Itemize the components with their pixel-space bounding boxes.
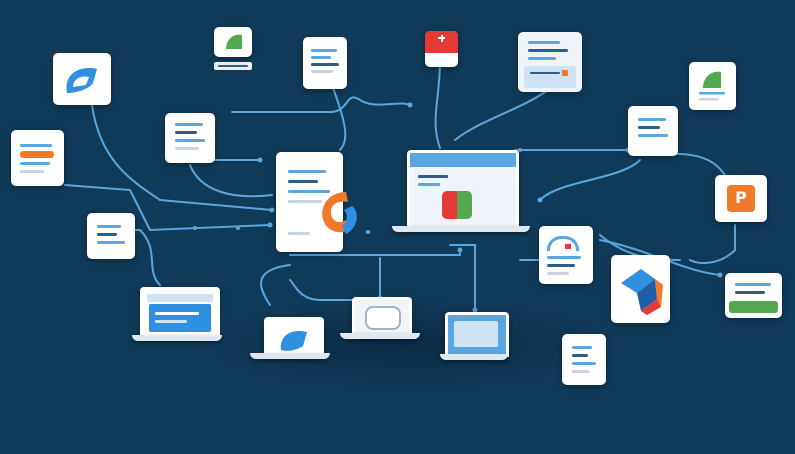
browser-header-bar xyxy=(410,153,516,167)
orange-badge-icon: P xyxy=(727,185,755,212)
blue-swoosh-icon xyxy=(280,330,307,351)
document-card-bottom xyxy=(562,334,606,385)
screen-panel xyxy=(454,321,498,347)
badge-laptop-screen xyxy=(264,317,324,356)
doc-line xyxy=(528,41,560,44)
doc-line xyxy=(288,232,310,235)
doc-line xyxy=(288,180,318,183)
green-document-card xyxy=(725,273,782,318)
central-laptop-screen xyxy=(407,150,519,229)
green-leaf-card xyxy=(214,27,252,57)
doc-line xyxy=(20,170,44,173)
doc-line xyxy=(572,354,588,357)
document-card-left xyxy=(11,130,64,186)
badge-letter: P xyxy=(735,188,747,207)
doc-line xyxy=(735,283,771,286)
app-tile-blue-swoosh xyxy=(53,53,111,105)
doc-line xyxy=(97,225,121,228)
doc-line xyxy=(735,291,765,294)
doc-line xyxy=(20,162,50,165)
doc-line xyxy=(218,65,248,67)
badge-laptop-base xyxy=(250,353,330,359)
doc-line xyxy=(311,49,337,52)
doc-line xyxy=(638,134,668,137)
document-card-right xyxy=(539,226,593,284)
app-badge-card: P xyxy=(715,175,767,222)
multicolor-app-card xyxy=(611,255,670,323)
document-card-mid-right xyxy=(628,106,678,156)
left-laptop-screen xyxy=(140,287,220,338)
doc-line xyxy=(638,118,666,121)
multicolor-ribbon-icon xyxy=(621,269,663,315)
doc-line xyxy=(528,49,568,52)
doc-line xyxy=(288,170,326,173)
orange-bar-icon xyxy=(20,151,54,158)
doc-line xyxy=(528,57,556,60)
document-card-top xyxy=(303,37,347,89)
right-laptop-screen xyxy=(445,312,509,357)
doc-line xyxy=(97,233,117,236)
green-app-card xyxy=(689,62,736,110)
central-laptop-base xyxy=(392,226,530,232)
doc-line xyxy=(311,56,331,59)
document-card-lower-left xyxy=(87,213,135,259)
doc-line xyxy=(288,200,322,203)
doc-line xyxy=(97,241,125,244)
document-card-top-right xyxy=(518,32,582,92)
doc-preview-panel xyxy=(524,66,576,88)
chat-laptop-screen xyxy=(352,297,412,336)
document-card-mid-left xyxy=(165,113,215,163)
red-badge-card xyxy=(425,31,458,67)
doc-line xyxy=(547,256,581,259)
card-footer-bar xyxy=(214,62,252,70)
doc-line xyxy=(572,362,596,365)
green-leaf-icon xyxy=(699,71,725,101)
chat-laptop-base xyxy=(340,333,420,339)
right-laptop-base xyxy=(440,354,508,360)
green-footer-bar xyxy=(729,301,778,313)
doc-line xyxy=(288,190,330,193)
doc-line xyxy=(311,70,333,73)
doc-line xyxy=(572,346,592,349)
doc-line xyxy=(547,264,575,267)
doc-line xyxy=(547,272,569,275)
doc-line xyxy=(572,370,590,373)
green-leaf-icon xyxy=(226,34,242,49)
arc-icon xyxy=(547,236,579,251)
doc-line xyxy=(175,139,205,142)
red-plus-icon xyxy=(425,31,458,53)
content-panel xyxy=(149,304,211,332)
doc-line xyxy=(20,144,52,147)
doc-line xyxy=(638,126,660,129)
doc-line xyxy=(175,131,197,134)
chat-bubble-icon xyxy=(365,306,401,330)
red-green-app-icon xyxy=(442,191,472,219)
doc-line xyxy=(175,147,199,150)
orange-swirl-logo-icon xyxy=(322,192,357,234)
left-laptop-base xyxy=(132,335,222,341)
doc-line xyxy=(175,123,203,126)
doc-line xyxy=(311,63,339,66)
blue-swoosh-icon xyxy=(66,68,97,93)
